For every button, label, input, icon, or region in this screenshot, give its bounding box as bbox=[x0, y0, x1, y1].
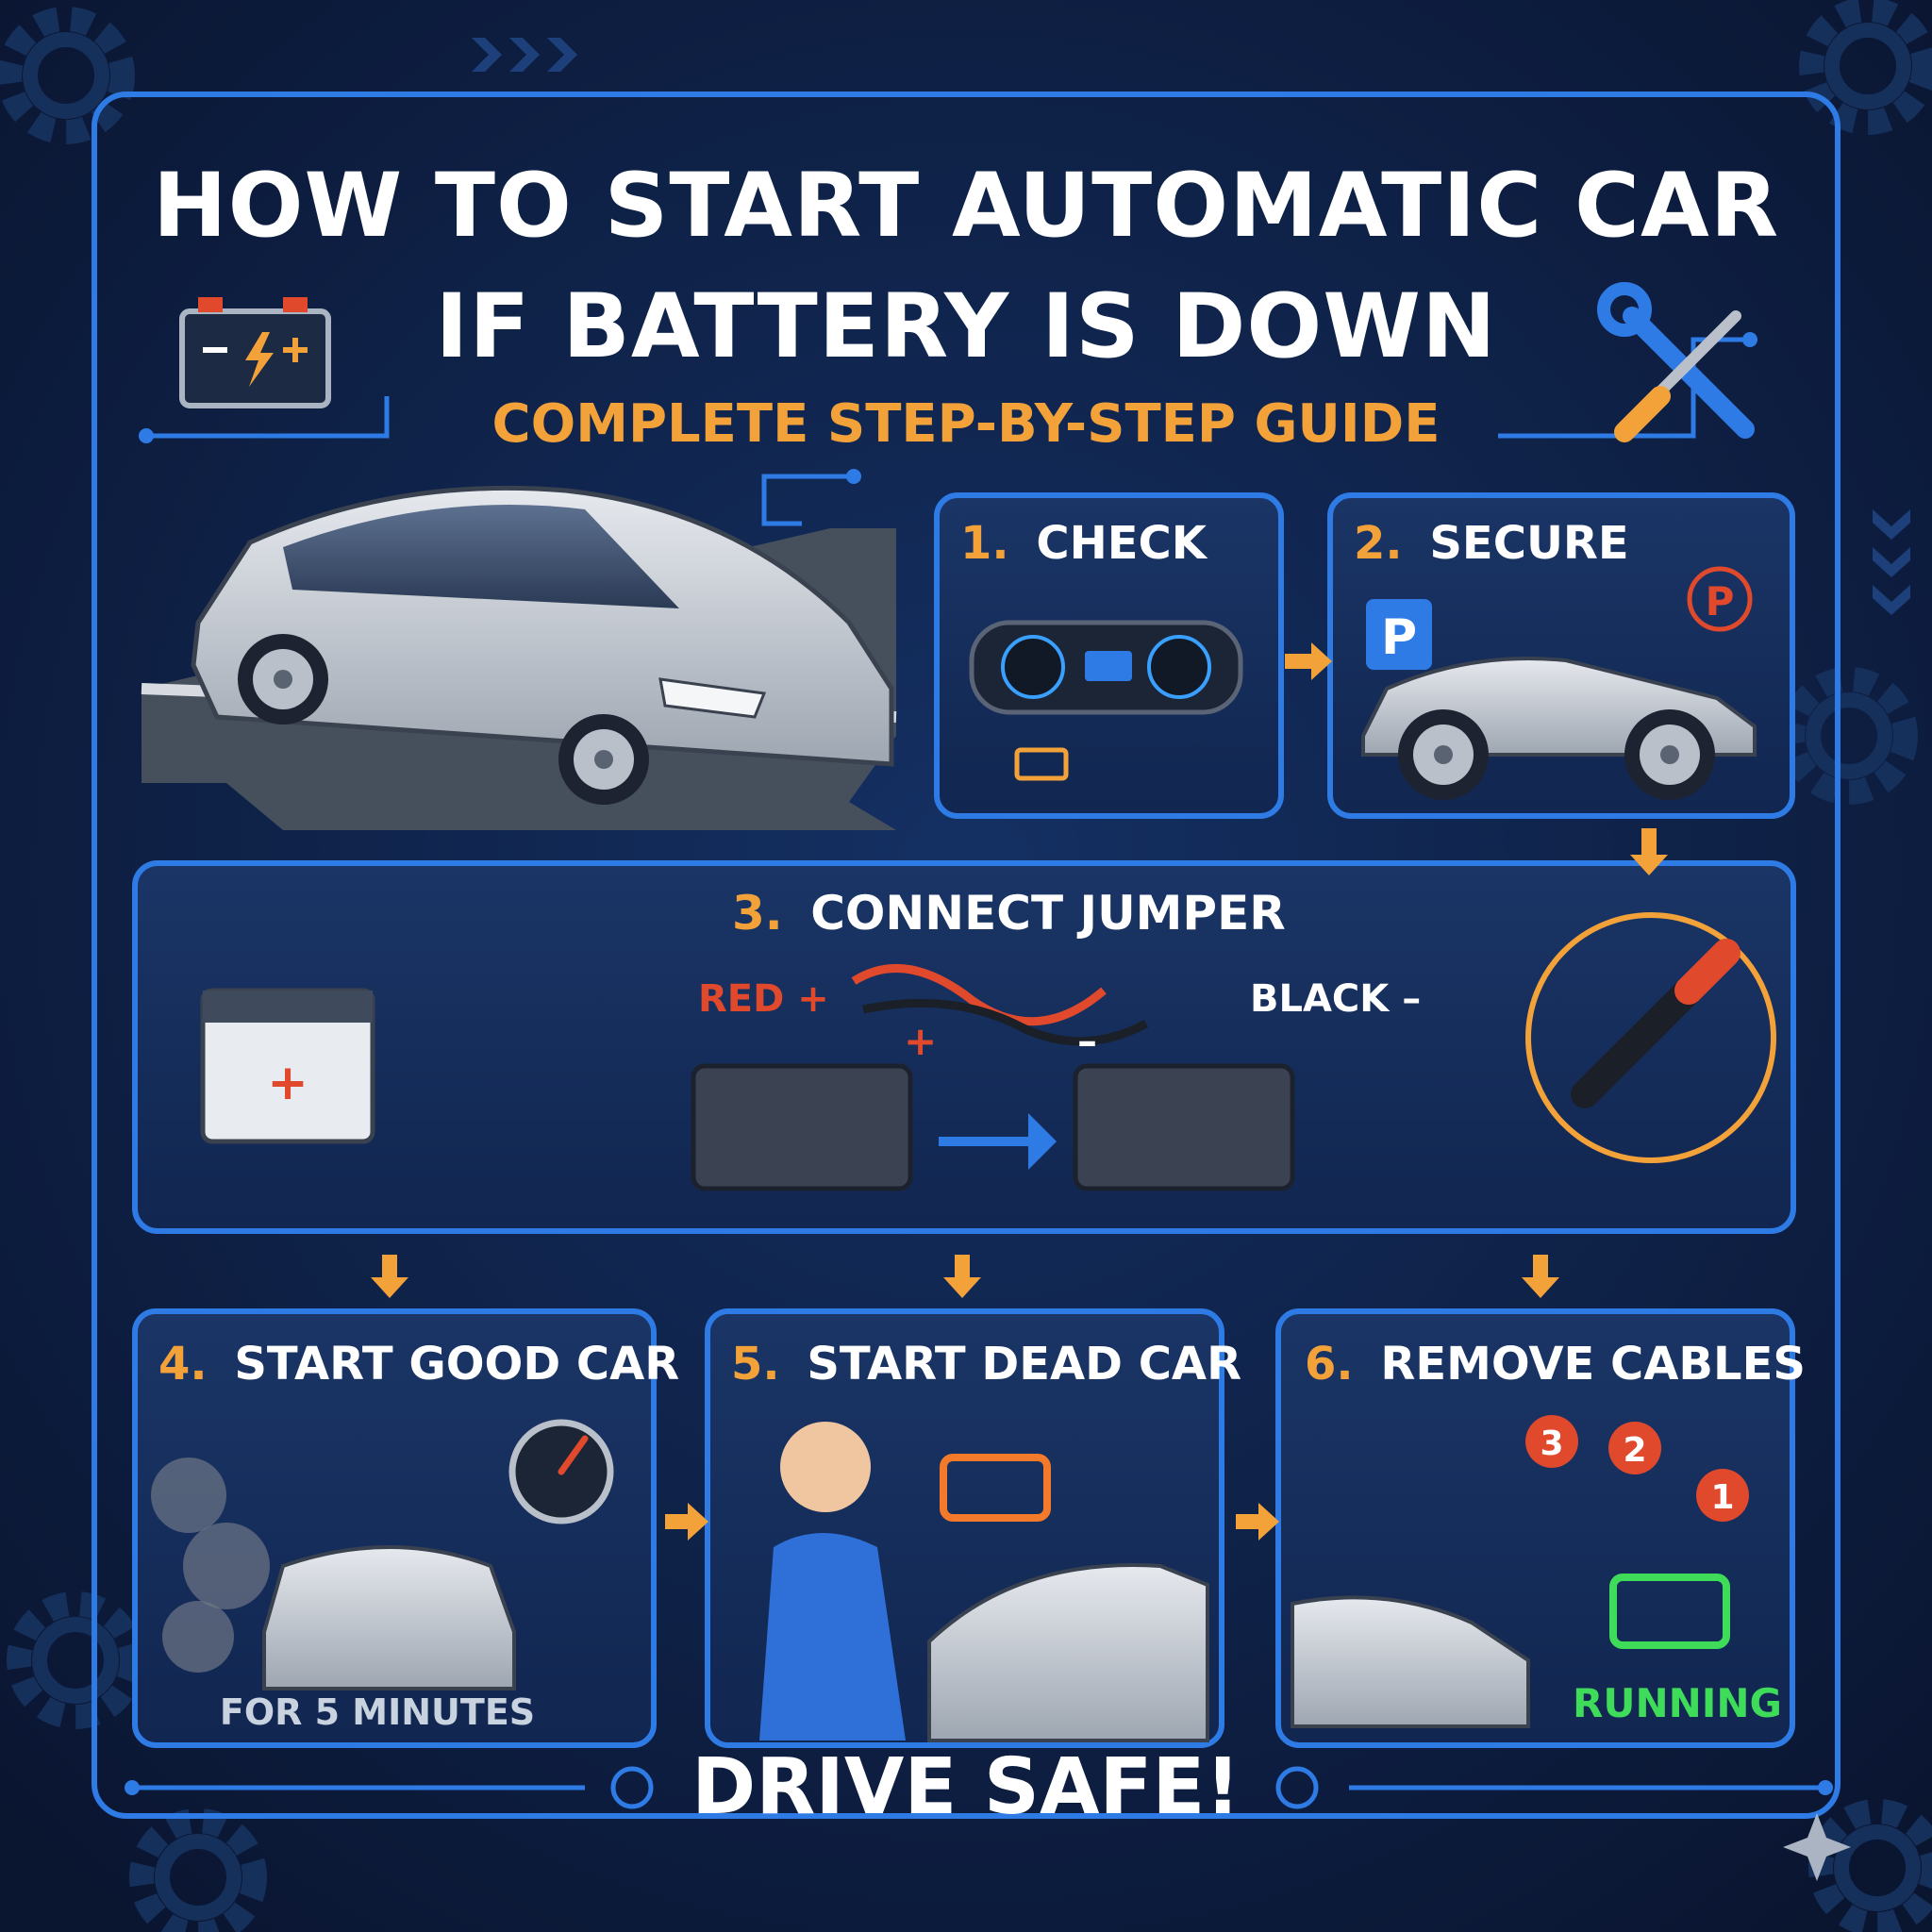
svg-text:3. CONNECT JUMPER: 3. CONNECT JUMPER bbox=[732, 886, 1286, 941]
step-6-panel: 6. REMOVE CABLES 3 2 1 RUNNING bbox=[1275, 1308, 1806, 1748]
step-3-panel: 3. CONNECT JUMPER + RED + BLACK – + – bbox=[132, 860, 1796, 1234]
running-status: RUNNING bbox=[1573, 1680, 1782, 1726]
removal-order-1: 1 bbox=[1710, 1478, 1734, 1517]
svg-text:P: P bbox=[1706, 578, 1735, 625]
driver-illustration bbox=[759, 1422, 906, 1740]
step-1-panel: 1. CHECK bbox=[934, 492, 1284, 819]
power-flow-arrow bbox=[939, 1113, 1057, 1170]
step-1-label: CHECK bbox=[1036, 517, 1208, 570]
svg-text:+: + bbox=[267, 1055, 308, 1111]
engine-bay-left bbox=[691, 1063, 913, 1191]
step-4-label: START GOOD CAR bbox=[234, 1338, 679, 1391]
running-car-illustration bbox=[1291, 1595, 1530, 1728]
step-5-panel: 5. START DEAD CAR bbox=[705, 1308, 1241, 1748]
hero-car-illustration bbox=[141, 485, 897, 830]
footer-chevron-left bbox=[610, 1766, 654, 1809]
sparkle-icon bbox=[1783, 1813, 1851, 1881]
title-line-2: IF BATTERY IS DOWN bbox=[435, 275, 1496, 378]
outer-frame bbox=[92, 92, 1840, 1819]
step-4-panel: 4. START GOOD CAR FOR 5 MINUTES bbox=[132, 1308, 679, 1748]
exhaust-smoke bbox=[151, 1457, 270, 1673]
wrench-screwdriver-icon bbox=[1597, 282, 1755, 442]
step-6-label: REMOVE CABLES bbox=[1380, 1338, 1806, 1391]
svg-text:1. CHECK: 1. CHECK bbox=[960, 517, 1208, 570]
step-3-label: CONNECT JUMPER bbox=[810, 886, 1286, 941]
removal-order-2: 2 bbox=[1623, 1431, 1646, 1470]
footer-text: DRIVE SAFE! bbox=[691, 1742, 1241, 1832]
step-6-number: 6. bbox=[1305, 1338, 1354, 1391]
battery-icon: + bbox=[200, 988, 375, 1144]
step-2-label: SECURE bbox=[1429, 517, 1628, 570]
step-2-panel: 2. SECURE P P bbox=[1327, 492, 1795, 819]
subtitle: COMPLETE STEP-BY-STEP GUIDE bbox=[492, 393, 1441, 455]
step-4-number: 4. bbox=[158, 1338, 208, 1391]
engine-bay-right bbox=[1073, 1063, 1295, 1191]
good-car-illustration bbox=[262, 1545, 516, 1690]
negative-terminal-marker: – bbox=[1077, 1018, 1097, 1064]
svg-text:2. SECURE: 2. SECURE bbox=[1354, 517, 1629, 570]
duration-label: FOR 5 MINUTES bbox=[220, 1691, 535, 1733]
parking-brake-icon: P bbox=[1687, 566, 1753, 632]
step-2-number: 2. bbox=[1354, 517, 1403, 570]
red-cable bbox=[851, 963, 1107, 1026]
title-line-1: HOW TO START AUTOMATIC CAR bbox=[153, 155, 1779, 258]
svg-text:P: P bbox=[1381, 609, 1417, 666]
speedometer-icon bbox=[508, 1419, 614, 1524]
engine-running-icon bbox=[1609, 1574, 1730, 1649]
svg-text:6. REMOVE CABLES: 6. REMOVE CABLES bbox=[1305, 1338, 1806, 1391]
removal-order-3: 3 bbox=[1540, 1424, 1563, 1463]
step-3-number: 3. bbox=[732, 886, 783, 941]
svg-text:4. START GOOD CAR: 4. START GOOD CAR bbox=[158, 1338, 679, 1391]
flow-arrows bbox=[371, 642, 1668, 1541]
secured-car-illustration bbox=[1361, 657, 1757, 800]
removal-order-badges: 3 2 1 bbox=[1525, 1415, 1749, 1522]
positive-terminal-marker: + bbox=[904, 1018, 937, 1064]
battery-icon bbox=[179, 297, 331, 408]
black-cable bbox=[862, 998, 1149, 1046]
engine-warning-icon bbox=[1014, 747, 1069, 781]
svg-text:5. START DEAD CAR: 5. START DEAD CAR bbox=[731, 1338, 1241, 1391]
dead-car-illustration bbox=[927, 1563, 1209, 1742]
dashboard-icon bbox=[969, 620, 1243, 715]
black-cable-label: BLACK – bbox=[1250, 977, 1421, 1021]
parking-sign-icon: P bbox=[1366, 599, 1432, 670]
engine-warning-icon bbox=[940, 1454, 1051, 1522]
jumper-clamp-closeup bbox=[1525, 912, 1776, 1163]
footer-chevron-right bbox=[1275, 1766, 1319, 1809]
chevron-decoration bbox=[472, 38, 1910, 615]
step-5-number: 5. bbox=[731, 1338, 780, 1391]
step-5-label: START DEAD CAR bbox=[807, 1338, 1241, 1391]
red-cable-label: RED + bbox=[698, 977, 829, 1021]
step-1-number: 1. bbox=[960, 517, 1009, 570]
